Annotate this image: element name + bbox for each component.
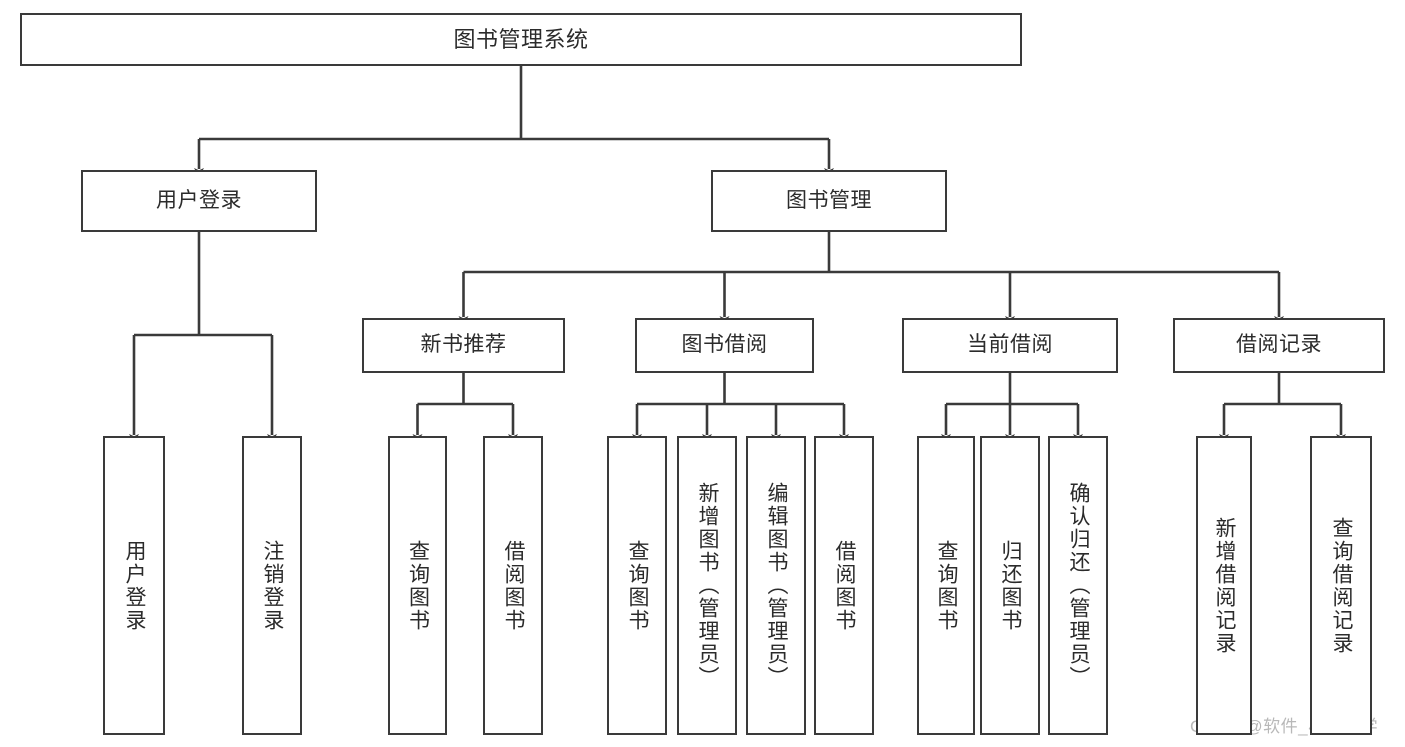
node-leaf-add-record[interactable]: 新增借阅记录 xyxy=(1196,436,1252,735)
node-current-borrow[interactable]: 当前借阅 xyxy=(902,318,1118,373)
node-label-leaf-query-book-3: 查询图书 xyxy=(935,539,959,632)
node-leaf-logout[interactable]: 注销登录 xyxy=(242,436,302,735)
node-label-root: 图书管理系统 xyxy=(453,26,589,52)
node-borrow-record[interactable]: 借阅记录 xyxy=(1173,318,1385,373)
node-label-leaf-return-book: 归还图书 xyxy=(999,539,1023,632)
node-label-leaf-query-record: 查询借阅记录 xyxy=(1330,516,1354,655)
node-book-borrow[interactable]: 图书借阅 xyxy=(635,318,814,373)
node-root[interactable]: 图书管理系统 xyxy=(20,13,1022,66)
node-label-current-borrow: 当前借阅 xyxy=(967,333,1053,357)
node-leaf-confirm-return[interactable]: 确认归还（管理员） xyxy=(1048,436,1108,735)
node-leaf-return-book[interactable]: 归还图书 xyxy=(980,436,1040,735)
node-leaf-add-book[interactable]: 新增图书（管理员） xyxy=(677,436,737,735)
node-label-borrow-record: 借阅记录 xyxy=(1236,333,1322,357)
node-label-leaf-logout: 注销登录 xyxy=(261,539,285,632)
node-label-leaf-borrow-book-2: 借阅图书 xyxy=(833,539,857,632)
node-leaf-borrow-book-1[interactable]: 借阅图书 xyxy=(483,436,543,735)
node-label-leaf-user-login: 用户登录 xyxy=(123,539,147,632)
node-leaf-borrow-book-2[interactable]: 借阅图书 xyxy=(814,436,874,735)
node-label-leaf-add-book: 新增图书（管理员） xyxy=(696,482,720,689)
node-label-leaf-edit-book: 编辑图书（管理员） xyxy=(765,482,789,689)
node-label-book-manage: 图书管理 xyxy=(786,188,872,212)
node-book-manage[interactable]: 图书管理 xyxy=(711,170,947,232)
node-label-user-login: 用户登录 xyxy=(156,188,242,212)
node-leaf-edit-book[interactable]: 编辑图书（管理员） xyxy=(746,436,806,735)
node-new-book-rec[interactable]: 新书推荐 xyxy=(362,318,565,373)
node-user-login[interactable]: 用户登录 xyxy=(81,170,317,232)
node-label-leaf-borrow-book-1: 借阅图书 xyxy=(502,539,526,632)
node-label-leaf-confirm-return: 确认归还（管理员） xyxy=(1067,482,1091,689)
node-leaf-query-book-2[interactable]: 查询图书 xyxy=(607,436,667,735)
node-leaf-query-record[interactable]: 查询借阅记录 xyxy=(1310,436,1372,735)
node-leaf-query-book-3[interactable]: 查询图书 xyxy=(917,436,975,735)
node-leaf-query-book-1[interactable]: 查询图书 xyxy=(388,436,447,735)
node-label-leaf-add-record: 新增借阅记录 xyxy=(1213,516,1237,655)
node-label-leaf-query-book-2: 查询图书 xyxy=(626,539,650,632)
node-leaf-user-login[interactable]: 用户登录 xyxy=(103,436,165,735)
node-label-book-borrow: 图书借阅 xyxy=(681,333,768,357)
node-label-new-book-rec: 新书推荐 xyxy=(420,333,507,357)
node-label-leaf-query-book-1: 查询图书 xyxy=(406,539,430,632)
